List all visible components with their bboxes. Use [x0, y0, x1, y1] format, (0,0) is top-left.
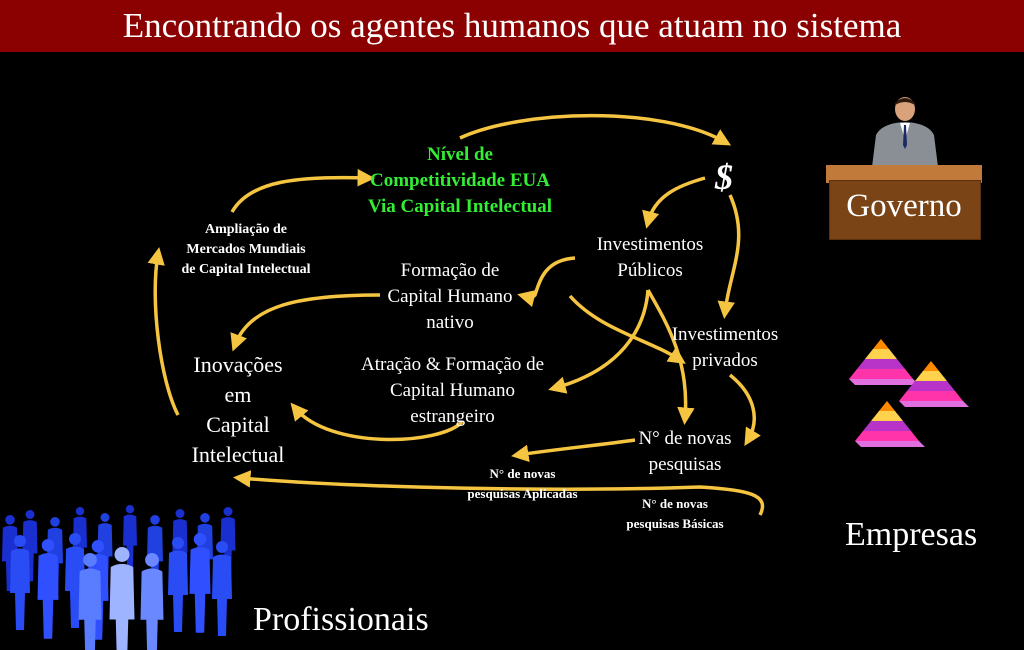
podium [829, 180, 981, 240]
arrow-inovacoes-to-ampliacao [147, 247, 180, 416]
arrow-ampliacao-to-competitividade [230, 168, 375, 213]
node-ampliacao: Ampliação de Mercados Mundiais de Capita… [181, 222, 311, 277]
node-pesquisas-aplicadas: N° de novas pesquisas Aplicadas [467, 466, 578, 501]
arrow-dollar-to-investimentos-privados [717, 194, 741, 319]
node-pesquisas-basicas: N° de novas pesquisas Básicas [626, 496, 724, 531]
company-pyramids-icon [849, 339, 969, 447]
label-profissionais: Profissionais [253, 601, 429, 638]
government-official-icon [872, 97, 938, 167]
podium-top [826, 165, 982, 183]
arrow-publicos-to-formacao [517, 256, 576, 308]
node-inovacoes: Inovações em Capital Intelectual [191, 352, 285, 467]
page-title: Encontrando os agentes humanos que atuam… [122, 6, 902, 45]
node-novas-pesquisas: N° de novas pesquisas [638, 428, 732, 475]
arrow-competitividade-to-dollar [459, 113, 732, 146]
node-dollar: $ [715, 157, 733, 197]
node-investimentos-privados: Investimentos privados [671, 324, 779, 371]
arrow-dollar-to-investimentos-publicos [642, 176, 706, 229]
node-formacao-nativo: Formação de Capital Humano nativo [387, 260, 513, 333]
arrow-novas-pesquisas-to-aplicadas [511, 438, 636, 463]
node-competitividade: Nível de Competitividade EUA Via Capital… [367, 144, 552, 217]
label-governo: Governo [846, 188, 962, 224]
arrow-atracao-to-inovacoes [290, 402, 464, 442]
arrow-privados-loop [728, 373, 761, 447]
professionals-crowd-icon [1, 505, 236, 650]
arrow-publicos-to-privados-path [568, 294, 686, 364]
arrow-publicos-to-novas-pesquisas [646, 289, 695, 425]
arrow-publicos-to-atracao [548, 289, 650, 394]
node-investimentos-publicos: Investimentos Públicos [596, 234, 704, 281]
node-atracao-estrangeiro: Atração & Formação de Capital Humano est… [360, 354, 545, 427]
label-empresas: Empresas [845, 516, 978, 553]
title-bar [0, 0, 1024, 52]
arrow-formacao-to-inovacoes [230, 293, 381, 352]
arrow-basicas-to-inovacoes [233, 470, 765, 516]
